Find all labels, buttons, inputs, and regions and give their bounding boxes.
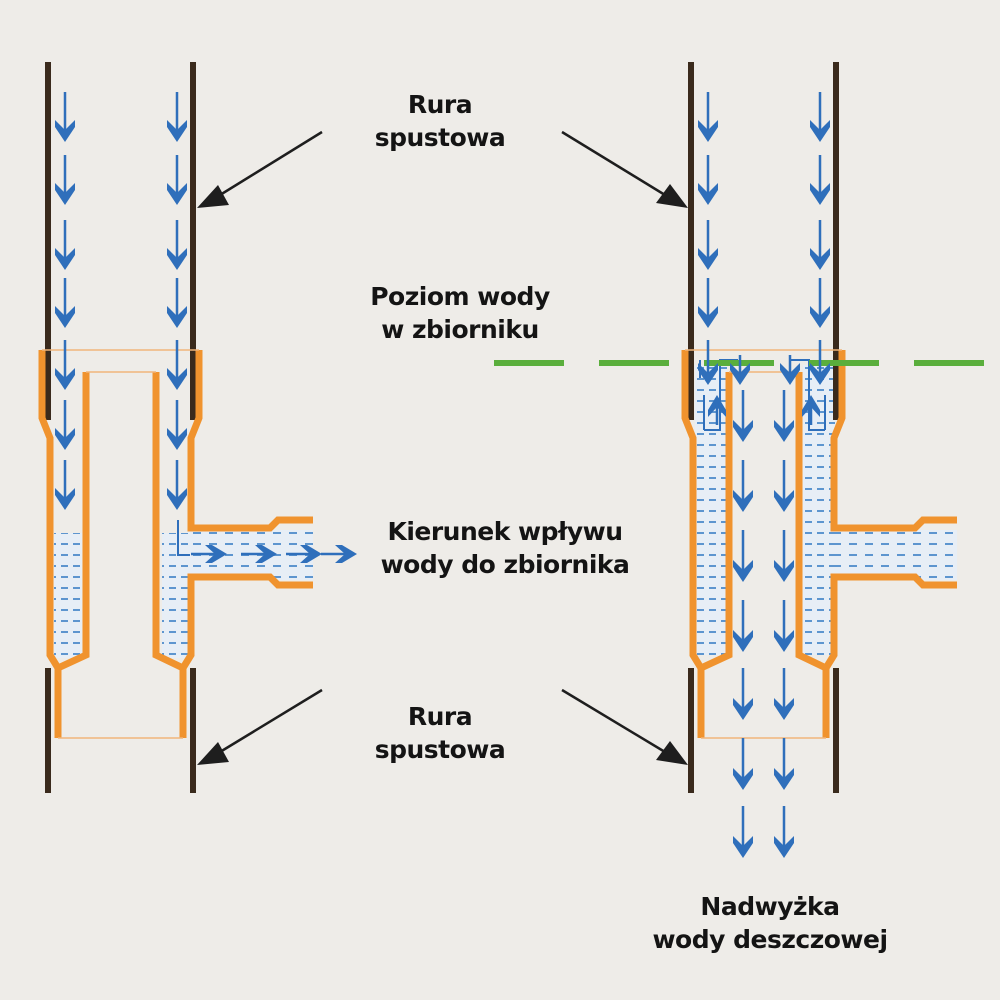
- flow-arrow-down-icon: [55, 278, 75, 328]
- left-fitting-outer-right-lower: [179, 573, 313, 738]
- pointer-downpipe-bottom-right: [561, 688, 666, 754]
- flow-arrow-down-icon: [733, 390, 753, 442]
- flow-arrow-down-icon: [698, 220, 718, 270]
- label-inflow-direction: Kierunek wpływu wody do zbiornika: [380, 517, 630, 579]
- flow-arrow-down-icon: [810, 340, 830, 385]
- flow-arrow-down-icon: [698, 155, 718, 205]
- flow-arrow-down-icon: [55, 340, 75, 390]
- flow-arrow-down-icon: [733, 460, 753, 512]
- right-fitting-inner-tube: [699, 372, 828, 672]
- flow-arrow-down-icon: [733, 530, 753, 582]
- pointer-head-icon: [197, 742, 229, 765]
- flow-arrow-down-icon: [733, 600, 753, 652]
- pointer-head-icon: [656, 741, 688, 765]
- left-inflow-arrows: [191, 545, 357, 563]
- flow-arrow-down-icon: [810, 92, 830, 142]
- flow-arrow-right-icon: [286, 545, 322, 563]
- label-water-level: Poziom wody w zbiorniku: [370, 282, 550, 344]
- left-panel: [38, 62, 357, 793]
- flow-arrow-down-icon: [810, 278, 830, 328]
- flow-arrow-down-icon: [698, 92, 718, 142]
- pointer-downpipe-bottom-left: [219, 688, 323, 754]
- flow-arrow-down-icon: [55, 155, 75, 205]
- flow-arrow-down-icon: [780, 355, 800, 385]
- flow-arrow-down-icon: [774, 460, 794, 512]
- pointer-downpipe-top-left: [219, 130, 323, 197]
- flow-arrow-down-icon: [810, 220, 830, 270]
- flow-arrow-down-icon: [167, 155, 187, 205]
- pointer-head-icon: [197, 185, 229, 208]
- flow-arrow-up-icon: [708, 395, 726, 425]
- flow-arrow-down-icon: [167, 220, 187, 270]
- flow-arrow-down-icon: [55, 92, 75, 142]
- flow-arrow-down-icon: [167, 278, 187, 328]
- label-overflow: Nadwyżka wody deszczowej: [652, 892, 888, 954]
- left-fitting-outer-right: [187, 350, 313, 532]
- left-flow-arrows: [55, 92, 187, 510]
- flow-arrow-down-icon: [55, 400, 75, 450]
- right-overflow-channel-right: [791, 359, 826, 431]
- flow-arrow-down-icon: [733, 738, 753, 790]
- right-panel: [494, 62, 990, 858]
- flow-arrow-down-icon: [730, 355, 750, 385]
- flow-arrow-down-icon: [810, 155, 830, 205]
- flow-arrow-right-icon: [241, 545, 277, 563]
- right-flow-arrows: [698, 92, 830, 858]
- label-downpipe-bottom: Rura spustowa: [374, 702, 506, 764]
- flow-arrow-down-icon: [167, 92, 187, 142]
- flow-arrow-down-icon: [774, 806, 794, 858]
- flow-arrow-right-icon: [321, 545, 357, 563]
- flow-arrow-down-icon: [55, 460, 75, 510]
- flow-arrow-down-icon: [774, 600, 794, 652]
- flow-arrow-down-icon: [167, 460, 187, 510]
- pointer-arrows: [197, 130, 688, 765]
- flow-arrow-down-icon: [698, 278, 718, 328]
- flow-arrow-down-icon: [774, 530, 794, 582]
- flow-arrow-right-icon: [191, 545, 227, 563]
- flow-arrow-up-icon: [802, 395, 820, 425]
- pointer-head-icon: [656, 184, 688, 208]
- pointer-downpipe-top-right: [561, 130, 666, 197]
- flow-arrow-down-icon: [774, 390, 794, 442]
- flow-arrow-down-icon: [698, 340, 718, 385]
- flow-arrow-down-icon: [733, 668, 753, 720]
- left-fitting-outer-left: [38, 350, 62, 738]
- flow-arrow-down-icon: [774, 668, 794, 720]
- left-fitting-inner-tube: [56, 372, 185, 672]
- flow-arrow-down-icon: [774, 738, 794, 790]
- right-fitting-outer-right: [830, 350, 957, 532]
- flow-arrow-down-icon: [167, 340, 187, 390]
- flow-arrow-down-icon: [167, 400, 187, 450]
- right-fitting-outer-right-lower: [822, 573, 957, 738]
- flow-arrow-down-icon: [733, 806, 753, 858]
- flow-arrow-down-icon: [55, 220, 75, 270]
- right-fitting-outer-left: [681, 350, 705, 738]
- label-downpipe-top: Rura spustowa: [374, 90, 506, 152]
